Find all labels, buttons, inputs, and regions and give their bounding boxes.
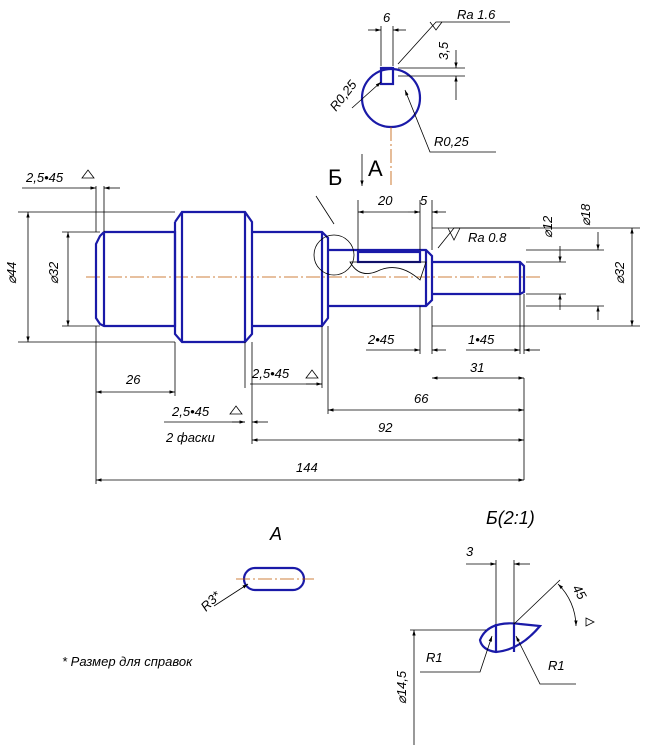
label-section-a: А [368,156,383,181]
dim-detail-diameter: ⌀14,5 [394,670,409,704]
radius-top-right: R0,25 [434,134,469,149]
chamfer-top-left: 2,5•45 [25,170,64,185]
view-a-title: А [269,524,282,544]
detail-b: Б(2:1) 3 45 R1 R1 ⌀14,5 [394,508,595,745]
chamfer-symbol [81,169,95,179]
shaft-keyed [328,248,434,308]
radius-top-left: R0,25 [327,77,361,114]
label-detail-b: Б [328,165,342,190]
collar [173,210,254,344]
journal-middle [252,230,330,328]
dim-dia-32-left: ⌀32 [46,261,61,284]
view-a: А R3* [198,524,314,614]
dim-dia-18: ⌀18 [578,203,593,226]
roughness-top: Ra 1.6 [457,7,496,22]
detail-b-title: Б(2:1) [486,508,535,528]
dim-66: 66 [414,391,429,406]
dim-144: 144 [296,460,318,475]
dim-top-width: 6 [383,10,391,25]
hatched-break [349,261,427,281]
detail-contour [478,622,543,654]
journal-left [94,230,177,328]
dim-detail-width: 3 [466,544,474,559]
keyway [356,250,422,264]
section-circle [360,67,422,129]
detail-circle-b [313,234,355,276]
radius-view-a: R3* [198,588,225,615]
chamfer-low: 2,5•45 [171,404,210,419]
dim-detail-angle: 45 [569,582,590,603]
dim-92: 92 [378,420,393,435]
shaft-main-view: ⌀44 ⌀32 2,5•45 ⌀32 ⌀18 ⌀12 [4,169,640,484]
chamfer-note: 2 фаски [165,430,215,445]
dim-dia-44: ⌀44 [4,262,19,284]
keyway-slot [379,66,395,86]
dim-top-depth: 3,5 [436,41,451,60]
chamfer-right-2x45: 2•45 [367,332,395,347]
dim-dia-12: ⌀12 [540,215,555,238]
radius-detail-right: R1 [548,658,565,673]
chamfer-right-1x45: 1•45 [468,332,495,347]
dim-keyway-5: 5 [420,193,428,208]
dim-31: 31 [470,360,484,375]
section-view-top: 6 Ra 1.6 3,5 R0,25 R0,25 [327,7,510,186]
section-markers: Б А [315,154,383,225]
chamfer-mid: 2,5•45 [251,366,290,381]
dim-dia-32-right: ⌀32 [612,261,627,284]
dim-26: 26 [125,372,141,387]
roughness-main: Ra 0.8 [468,230,507,245]
dim-keyway-20: 20 [377,193,393,208]
shaft-end [432,260,526,296]
reference-note: * Размер для справок [62,654,193,669]
radius-detail-left: R1 [426,650,443,665]
